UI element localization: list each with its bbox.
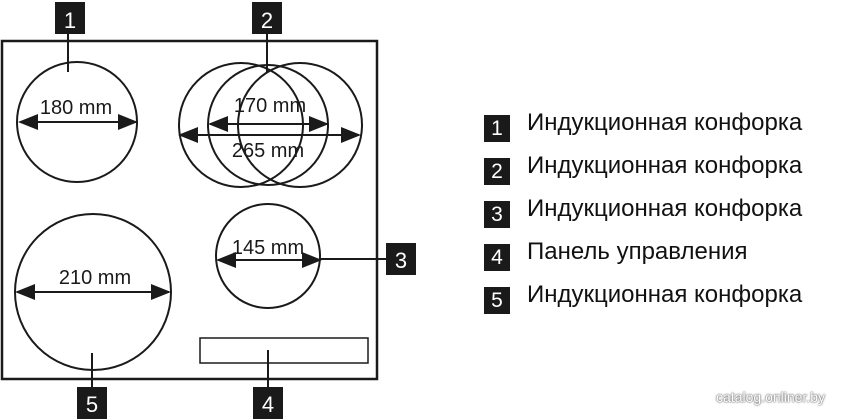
legend-label: Индукционная конфорка <box>527 152 803 179</box>
legend-label: Индукционная конфорка <box>527 109 803 136</box>
legend-badge: 2 <box>484 158 510 185</box>
callout-1-number: 1 <box>64 8 76 33</box>
watermark: catalog.onliner.by <box>716 389 825 405</box>
zone-1-dimension-label: 180 mm <box>40 97 112 119</box>
zone-5-dimension-label: 210 mm <box>59 267 131 289</box>
callout-5-number: 5 <box>86 392 98 417</box>
callout-5: 5 <box>77 387 107 419</box>
legend-label: Индукционная конфорка <box>527 195 803 222</box>
callout-3: 3 <box>386 243 416 275</box>
zone-3-dimension-label: 145 mm <box>232 237 304 259</box>
legend-badge: 5 <box>484 287 510 314</box>
control-panel <box>199 337 369 364</box>
legend-badge: 4 <box>484 244 510 271</box>
legend-badge: 3 <box>484 201 510 228</box>
callout-4-number: 4 <box>262 392 274 417</box>
legend-label: Индукционная конфорка <box>527 281 803 308</box>
callout-4: 4 <box>253 387 283 419</box>
callout-1: 1 <box>55 2 85 34</box>
callout-3-number: 3 <box>395 248 407 273</box>
zone-2-outer-dimension-label: 265 mm <box>232 140 304 162</box>
legend-label: Панель управления <box>527 238 748 265</box>
callout-2: 2 <box>252 2 282 34</box>
zone-2-inner-dimension-label: 170 mm <box>234 95 306 117</box>
legend-badge: 1 <box>484 115 510 142</box>
callout-2-number: 2 <box>261 8 273 33</box>
cooktop-outline <box>0 39 379 381</box>
